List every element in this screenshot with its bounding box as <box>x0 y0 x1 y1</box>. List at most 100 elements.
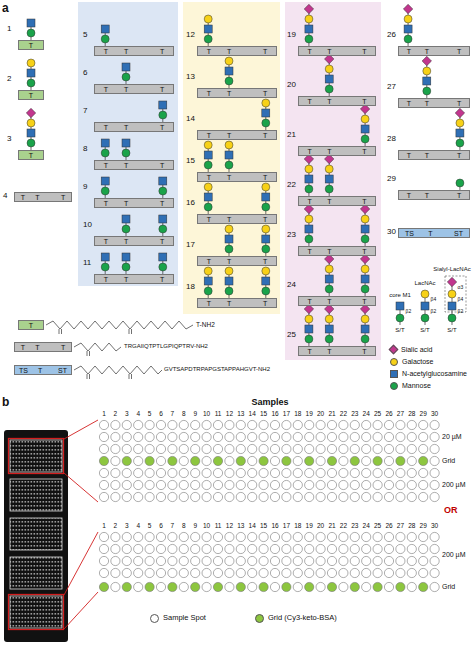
mannose-symbol <box>325 285 333 293</box>
sample-spot <box>236 532 245 541</box>
sample-spot <box>339 568 348 577</box>
peptide-bar: TTT <box>298 146 376 156</box>
sample-spot <box>111 568 120 577</box>
residue-letter: T <box>160 47 164 56</box>
sample-spot <box>362 544 371 553</box>
sample-spot <box>373 532 382 541</box>
sample-spot <box>202 492 211 501</box>
sample-spot <box>259 432 268 441</box>
figure-label: 16 <box>271 522 278 529</box>
sample-spot <box>236 444 245 453</box>
sample-spot <box>384 568 393 577</box>
sample-spot <box>248 568 257 577</box>
sample-spot <box>339 556 348 565</box>
sample-spot <box>419 444 428 453</box>
figure-label: 1 <box>102 410 106 417</box>
sample-spot <box>430 532 439 541</box>
galactose-symbol <box>325 65 333 73</box>
sample-spot <box>407 568 416 577</box>
grid-spot <box>145 582 154 591</box>
figure-label: 18 <box>186 283 195 292</box>
figure-label: 21 <box>328 410 335 417</box>
sample-spot <box>122 492 131 501</box>
mannose-symbol <box>204 35 212 43</box>
residue-letter: T <box>207 257 211 266</box>
highlight-box <box>9 595 64 630</box>
bond-line <box>46 321 193 329</box>
residue-letter: T <box>21 343 25 352</box>
grid-spot <box>99 456 108 465</box>
sample-spot <box>168 492 177 501</box>
grid-spot <box>145 456 154 465</box>
glcnac-symbol <box>122 215 130 223</box>
sample-spot <box>396 444 405 453</box>
sample-spot <box>293 456 302 465</box>
galactose-symbol <box>225 141 233 149</box>
peptide-bar: TTT <box>94 46 174 56</box>
sample-spot <box>225 432 234 441</box>
sample-spot <box>327 432 336 441</box>
figure-label: 26 <box>385 522 392 529</box>
sample-spot <box>111 468 120 477</box>
residue-letter: T <box>407 151 411 160</box>
sample-spot <box>191 556 200 565</box>
subarray <box>10 518 62 550</box>
sample-spot <box>407 432 416 441</box>
sample-spot <box>270 420 279 429</box>
sample-spot <box>202 432 211 441</box>
sample-spot <box>248 480 257 489</box>
sample-spot <box>430 432 439 441</box>
residue-letter: TS <box>405 229 414 238</box>
sample-spot <box>168 556 177 565</box>
sample-spot <box>430 480 439 489</box>
mannose-symbol <box>159 263 167 271</box>
sample-spot <box>168 544 177 553</box>
sample-spot <box>316 456 325 465</box>
sample-spot <box>430 456 439 465</box>
sample-spot <box>122 556 131 565</box>
sample-spot <box>282 544 291 553</box>
mannose-symbol <box>361 235 369 243</box>
glcnac-symbol <box>448 302 456 310</box>
sample-spot <box>327 492 336 501</box>
sample-spot <box>134 556 143 565</box>
sample-spot <box>396 420 405 429</box>
sample-spot <box>339 420 348 429</box>
residue-letter: T <box>457 191 461 200</box>
figure-label: 25 <box>374 522 381 529</box>
glcnac-symbol <box>27 129 35 137</box>
sample-spot <box>145 432 154 441</box>
sample-spot <box>134 582 143 591</box>
residue-letter: T <box>227 215 231 224</box>
figure-label: 4 <box>3 192 7 201</box>
figure-label: 30 <box>387 228 396 237</box>
sample-spot <box>202 582 211 591</box>
grid-spot <box>396 582 405 591</box>
mannose-symbol <box>122 73 130 81</box>
peptide-bar: TTT <box>298 46 376 56</box>
mannose-symbol <box>305 335 313 343</box>
sample-spot <box>202 444 211 453</box>
mannose-symbol <box>305 35 313 43</box>
legend-swatch <box>390 358 398 366</box>
figure-label: 18 <box>294 410 301 417</box>
grid-spot <box>99 582 108 591</box>
galactose-symbol <box>361 265 369 273</box>
sample-spot <box>305 444 314 453</box>
figure-label: 30 <box>431 522 438 529</box>
sample-spot <box>316 492 325 501</box>
glcnac-symbol <box>225 277 233 285</box>
sample-spot <box>419 432 428 441</box>
sample-spot <box>202 456 211 465</box>
figure-label: 200 µM <box>442 551 466 559</box>
sample-spot <box>111 556 120 565</box>
grid-spot <box>305 582 314 591</box>
sample-spot <box>270 532 279 541</box>
sample-spot <box>384 432 393 441</box>
sample-spot <box>225 568 234 577</box>
sample-spot <box>202 544 211 553</box>
sample-spot <box>145 444 154 453</box>
sample-spot <box>236 420 245 429</box>
sample-spot <box>156 492 165 501</box>
peptide-bar: TTT <box>94 198 174 208</box>
